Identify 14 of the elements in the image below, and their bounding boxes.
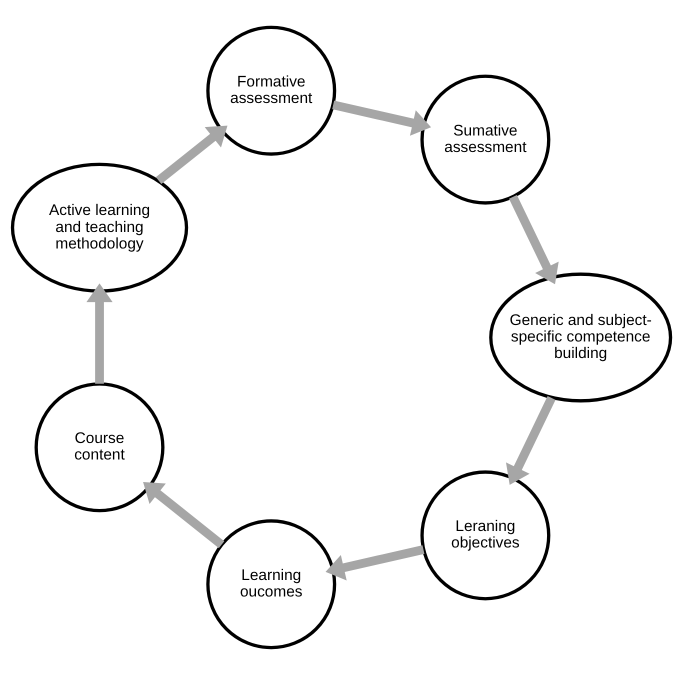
arrow	[508, 194, 559, 284]
arrow	[156, 126, 228, 184]
arrow	[332, 100, 432, 136]
arrow	[143, 482, 224, 548]
node-circle: Formative assessment	[206, 26, 336, 156]
node-ellipse: Active learning and teaching methodology	[10, 162, 188, 293]
node-circle: Learning oucomes	[206, 519, 336, 650]
arrow	[506, 396, 556, 485]
arrow	[326, 545, 424, 580]
arrow	[86, 283, 113, 384]
node-circle: Sumative assessment	[420, 74, 550, 205]
node-ellipse: Generic and subject-specific competence building	[489, 272, 672, 402]
node-circle: Course content	[34, 382, 164, 512]
node-circle: Leraning objectives	[420, 470, 550, 600]
